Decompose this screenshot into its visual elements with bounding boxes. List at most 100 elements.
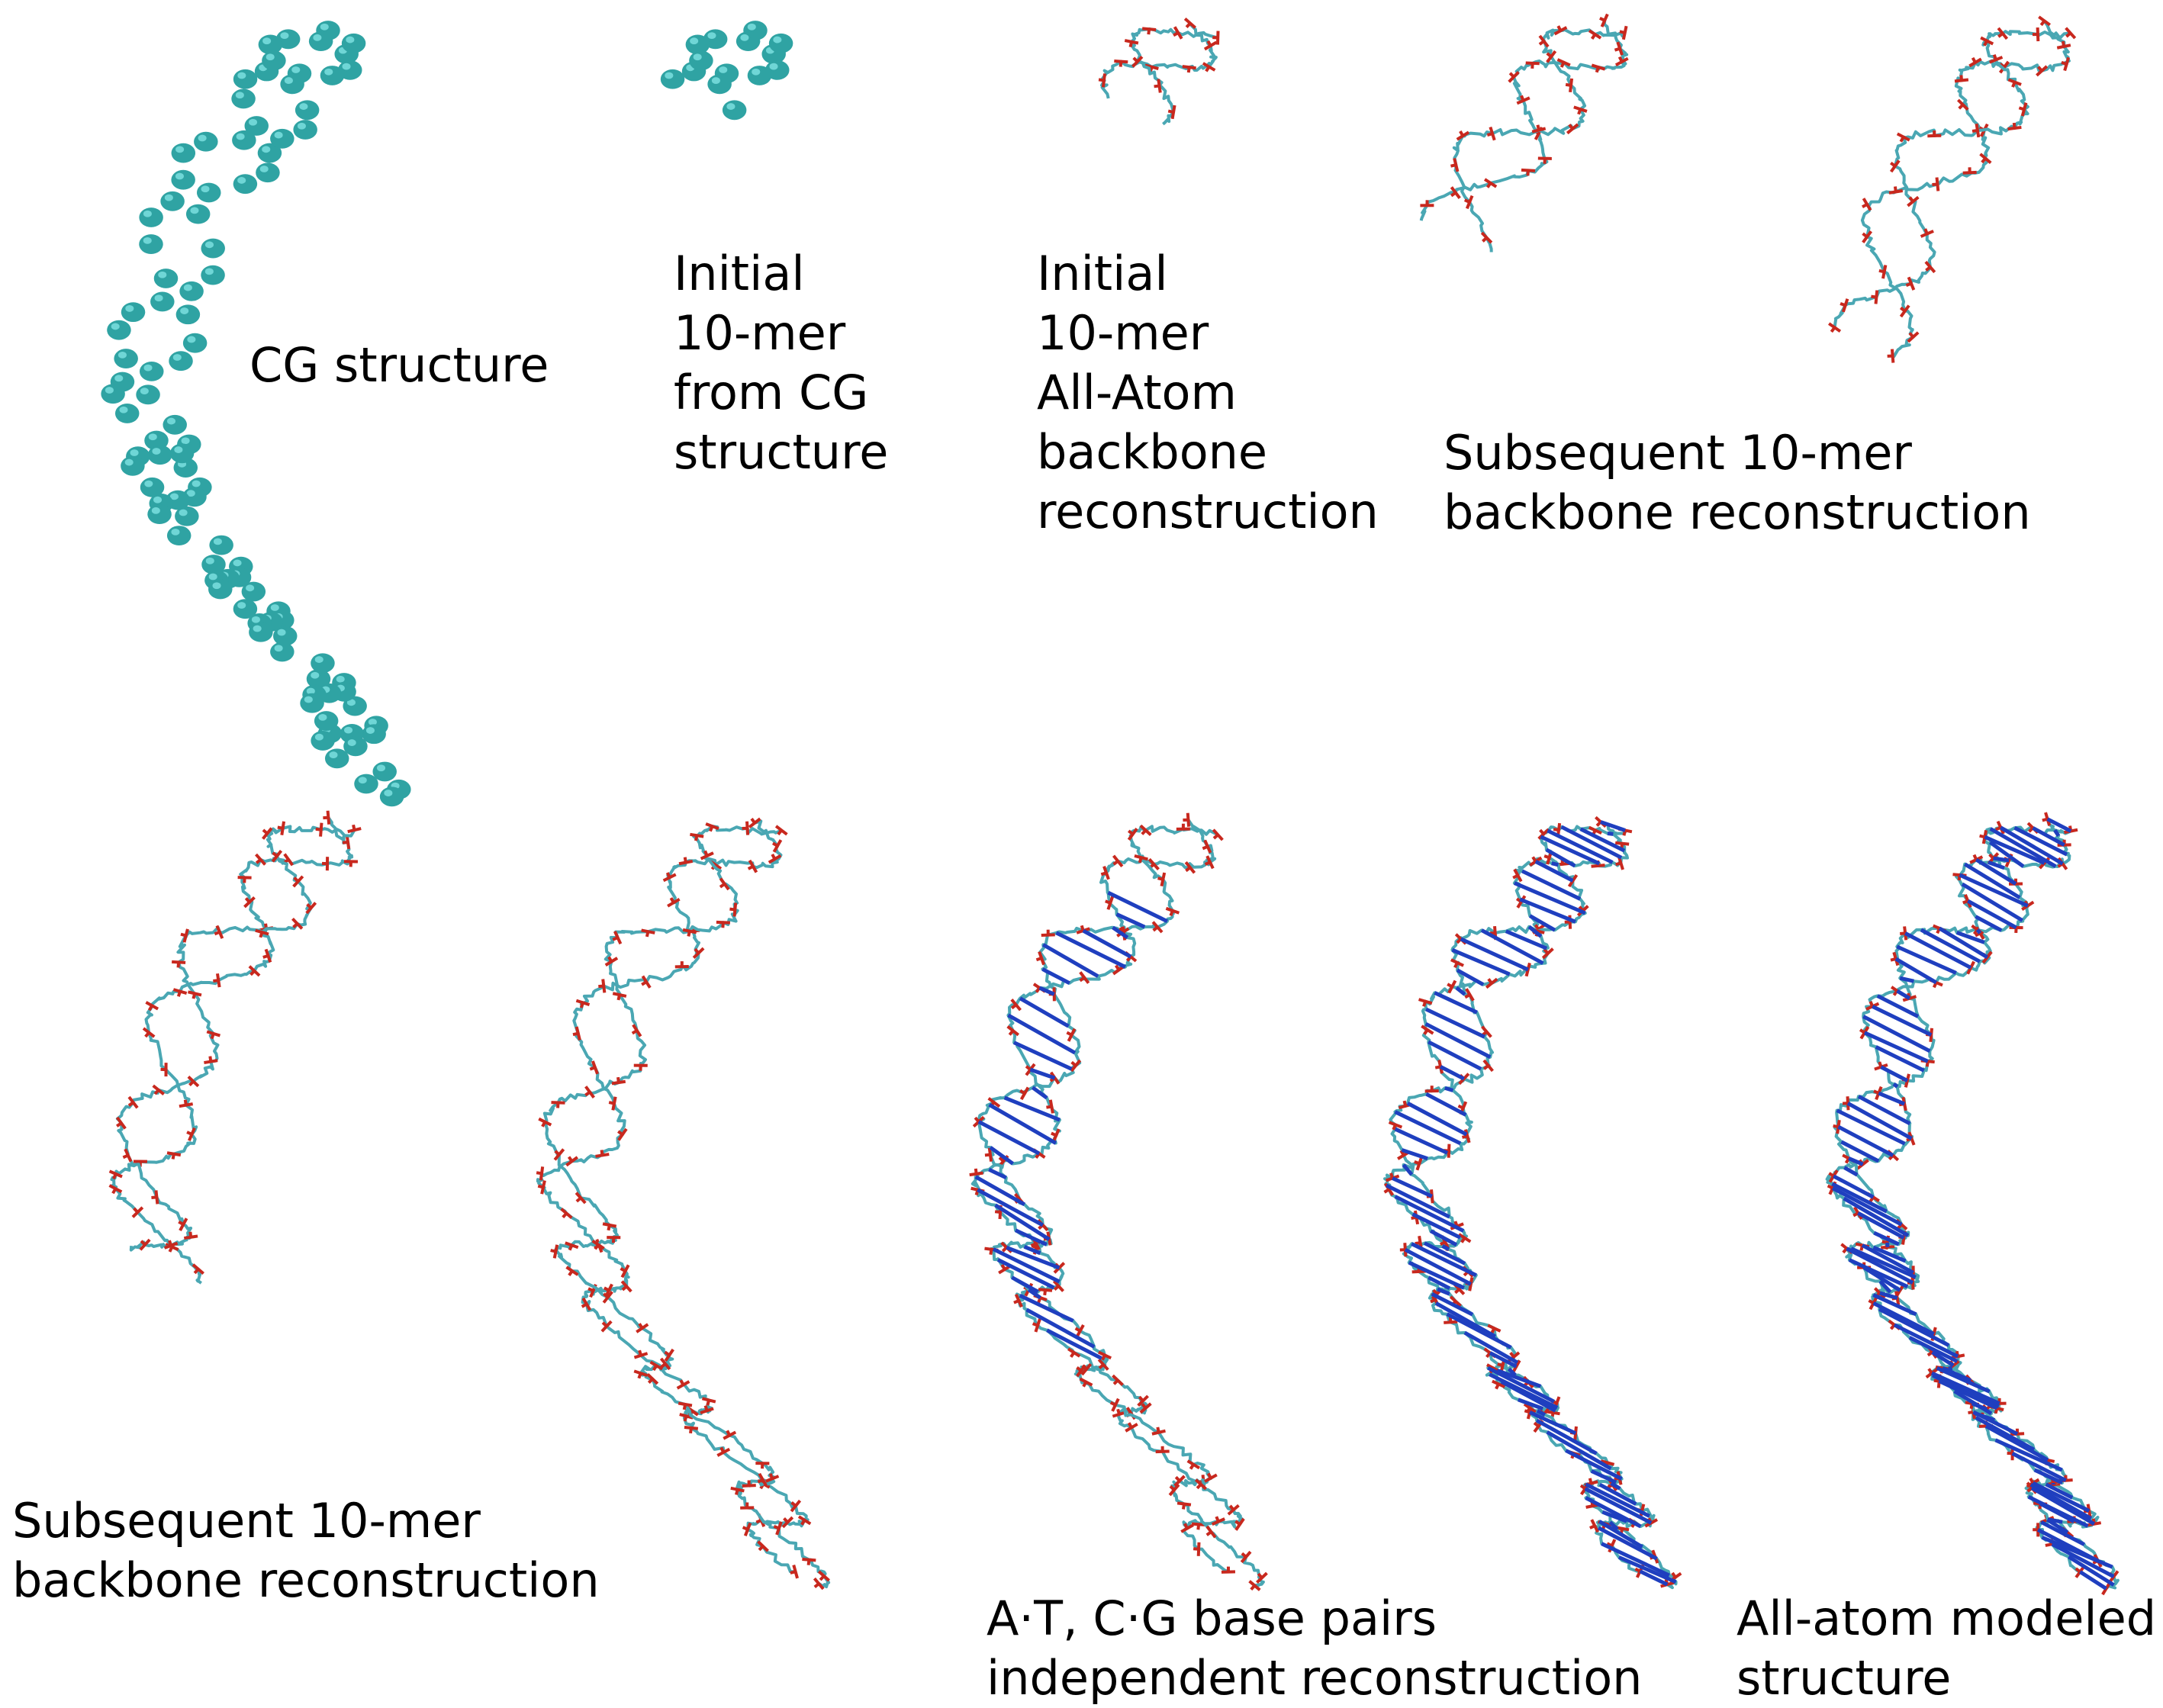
backbone-full-phosphate	[701, 853, 713, 859]
final-base-pair	[2042, 1537, 2112, 1567]
subsequent-bottom-phosphate	[146, 1002, 158, 1009]
bases-partial-phosphate	[1213, 830, 1222, 840]
subsequent-bottom-phosphate	[307, 904, 311, 908]
backbone-full-phosphate	[542, 1181, 545, 1195]
bases-partial-phosphate	[1032, 1246, 1036, 1248]
bases-more-phosphate	[1593, 830, 1595, 835]
bases-partial-phosphate	[1016, 1199, 1019, 1202]
final-base-pair	[2035, 1470, 2062, 1483]
bases-more-phosphate	[1567, 1451, 1580, 1455]
bases-more-phosphate	[1484, 1060, 1492, 1071]
cg-bead-highlight	[236, 92, 244, 98]
bases-more-phosphate	[1460, 1075, 1464, 1079]
bases-more-base-pair	[1514, 883, 1585, 913]
backbone-full-phosphate	[639, 1373, 640, 1378]
bases-more-phosphate	[1458, 1106, 1463, 1108]
cg-bead	[150, 494, 174, 513]
cg-bead-highlight	[205, 241, 214, 248]
backbone-full-phosphate	[685, 1416, 687, 1421]
subsequent-bottom-phosphate	[295, 878, 298, 882]
cg-bead	[201, 239, 225, 259]
bases-more-phosphate	[1455, 1289, 1459, 1293]
final-phosphate	[1934, 983, 1936, 987]
final-phosphate	[1983, 952, 1991, 963]
caption-initial-10mer-all-atom: Initial 10-mer All-Atom backbone reconst…	[1037, 244, 1379, 542]
bases-partial-phosphate	[1099, 1359, 1108, 1369]
subsequent-bottom-phosphate	[347, 835, 349, 849]
backbone-full-phosphate	[792, 1503, 796, 1507]
bases-more-phosphate	[1464, 1272, 1468, 1275]
backbone-full-phosphate	[593, 1241, 604, 1249]
cg-bead-highlight	[291, 66, 300, 73]
final-base-pair	[1991, 828, 2056, 866]
subsequent-top-phosphate	[1569, 124, 1572, 129]
final-base-pair	[1881, 1067, 1907, 1081]
backbone-full-phosphate	[783, 1517, 793, 1527]
initial-cg-bead	[661, 69, 685, 89]
bases-partial-phosphate	[1077, 1368, 1081, 1371]
bases-more-base-pair	[1465, 1333, 1518, 1362]
bases-more-base-pair	[1497, 1371, 1540, 1387]
final-phosphate	[1952, 874, 1966, 876]
final-base-pair	[1986, 1426, 2048, 1460]
backbone-full-phosphate	[774, 840, 781, 852]
backbone-full-phosphate	[649, 1379, 652, 1383]
bases-more-phosphate	[1539, 829, 1549, 838]
cg-bead-highlight	[144, 365, 153, 372]
bases-partial-phosphate	[1108, 896, 1112, 909]
backbone-full-phosphate	[688, 931, 690, 937]
bases-partial-phosphate	[1076, 1328, 1080, 1331]
cg-bead	[204, 571, 229, 590]
bases-partial-base-pair	[1005, 1098, 1060, 1120]
bases-partial-phosphate	[1051, 1073, 1059, 1084]
cg-bead-highlight	[144, 481, 153, 487]
final-phosphate	[2046, 812, 2049, 825]
backbone-full-phosphate	[642, 976, 650, 988]
subsequent-bottom-phosphate	[213, 980, 218, 981]
subsequent-bottom-phosphate	[193, 1265, 204, 1274]
backbone-full-phosphate	[615, 931, 621, 944]
backbone-full-phosphate	[541, 1166, 542, 1180]
bases-more-phosphate	[1527, 963, 1530, 976]
bases-partial-phosphate	[977, 1190, 978, 1195]
subsequent-bottom-phosphate	[263, 828, 272, 839]
bases-partial-phosphate	[1071, 1353, 1074, 1357]
subsequent-top-phosphate	[1534, 130, 1539, 133]
bases-partial-phosphate	[1186, 862, 1194, 873]
backbone-full-phosphate	[576, 1193, 585, 1203]
bases-partial-phosphate	[1008, 1027, 1019, 1035]
final-phosphate	[1930, 980, 1943, 986]
cg-bead-highlight	[339, 47, 347, 54]
backbone-full-phosphate	[602, 1321, 611, 1331]
backbone-2-phosphate	[2000, 64, 2004, 67]
bases-partial-phosphate	[984, 1249, 998, 1250]
bases-more-base-pair	[1408, 1103, 1466, 1134]
final-phosphate	[1948, 1361, 1959, 1369]
final-base-pair	[1937, 1368, 1990, 1391]
bases-partial-phosphate	[1127, 1414, 1131, 1417]
backbone-full-phosphate	[710, 826, 713, 831]
bases-partial-base-pair	[1047, 1330, 1101, 1359]
backbone-full-strand	[538, 821, 808, 1571]
cg-bead	[194, 132, 218, 152]
final-phosphate	[1921, 1060, 1935, 1062]
final-phosphate	[1876, 1087, 1881, 1100]
cg-bead-highlight	[237, 602, 246, 609]
bases-partial-phosphate	[1216, 1517, 1218, 1521]
final-base-pair	[1984, 837, 2044, 863]
cg-bead-highlight	[259, 64, 267, 71]
cg-bead	[115, 404, 140, 423]
caption-initial-10mer-cg: Initial 10-mer from CG structure	[674, 244, 888, 482]
backbone-full-phosphate	[773, 843, 777, 846]
bases-partial-phosphate	[1077, 1365, 1086, 1376]
initial-aa-phosphate	[1154, 86, 1160, 87]
backbone-full-phosphate	[633, 1024, 641, 1036]
cg-bead	[167, 526, 192, 545]
bases-more-phosphate	[1455, 963, 1457, 967]
final-phosphate	[2058, 844, 2071, 845]
bases-partial-phosphate	[1209, 1473, 1211, 1478]
backbone-2-phosphate	[1998, 34, 2003, 37]
subsequent-top-phosphate	[1454, 158, 1457, 171]
initial-cg-bead	[765, 60, 790, 80]
cg-bead-highlight	[158, 272, 166, 278]
